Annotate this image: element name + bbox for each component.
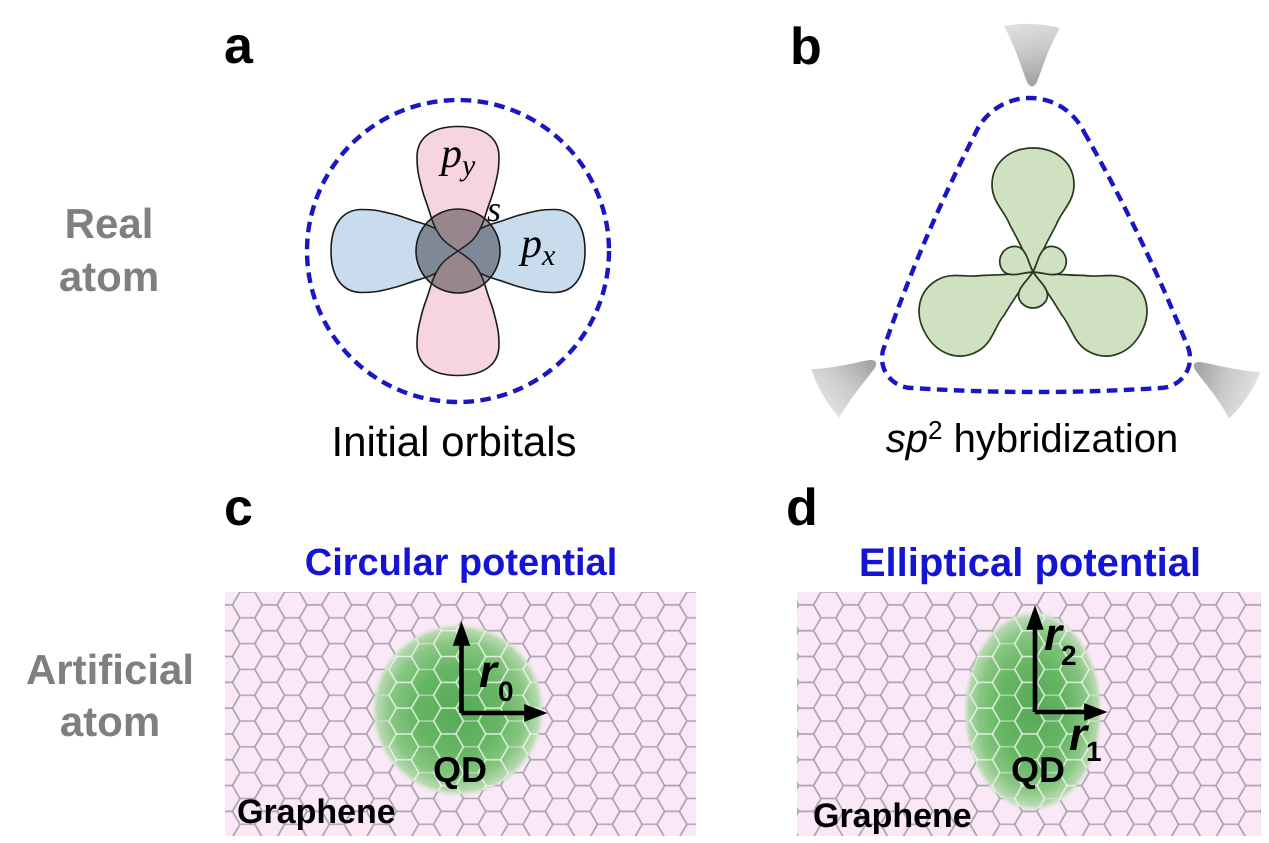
- svg-text:atom: atom: [59, 253, 159, 300]
- svg-text:s: s: [487, 189, 501, 229]
- svg-text:QD: QD: [433, 749, 487, 790]
- svg-text:Initial orbitals: Initial orbitals: [331, 418, 576, 465]
- svg-text:1: 1: [1086, 736, 1102, 767]
- svg-text:r: r: [1069, 708, 1089, 760]
- svg-text:Real: Real: [65, 200, 154, 247]
- svg-text:r: r: [1044, 608, 1064, 660]
- svg-text:Circular potential: Circular potential: [305, 542, 618, 584]
- svg-text:atom: atom: [60, 698, 160, 745]
- svg-text:c: c: [224, 479, 253, 537]
- svg-text:b: b: [790, 18, 822, 76]
- svg-text:Graphene: Graphene: [237, 793, 396, 831]
- svg-text:Elliptical potential: Elliptical potential: [859, 541, 1201, 585]
- svg-text:0: 0: [498, 676, 514, 707]
- svg-text:d: d: [786, 479, 818, 537]
- svg-text:sp2 hybridization: sp2 hybridization: [886, 415, 1178, 461]
- svg-text:2: 2: [1061, 640, 1077, 671]
- svg-text:Artificial: Artificial: [26, 646, 194, 693]
- svg-text:a: a: [224, 17, 254, 75]
- svg-text:Graphene: Graphene: [813, 797, 972, 835]
- svg-text:r: r: [479, 645, 499, 697]
- svg-text:QD: QD: [1011, 749, 1065, 790]
